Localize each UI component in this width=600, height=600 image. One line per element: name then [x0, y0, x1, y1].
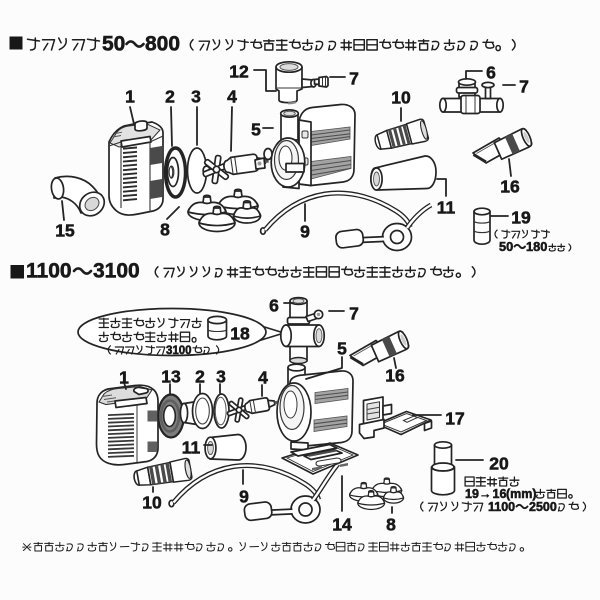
- svg-text:18: 18: [230, 324, 250, 344]
- svg-text:8: 8: [386, 515, 396, 535]
- svg-text:19: 19: [465, 487, 479, 501]
- svg-text:2: 2: [195, 367, 205, 387]
- svg-text:1: 1: [119, 368, 129, 388]
- svg-text:50: 50: [102, 33, 125, 56]
- svg-text:3100: 3100: [166, 345, 192, 357]
- svg-text:9: 9: [239, 487, 249, 507]
- svg-text:15: 15: [55, 221, 75, 241]
- svg-text:6: 6: [269, 296, 279, 316]
- svg-text:9: 9: [300, 222, 310, 242]
- svg-text:10: 10: [142, 493, 162, 513]
- svg-text:3: 3: [216, 367, 226, 387]
- svg-text:7: 7: [349, 304, 359, 324]
- svg-text:10: 10: [391, 88, 411, 108]
- svg-text:4: 4: [258, 368, 268, 388]
- svg-text:2: 2: [165, 87, 175, 107]
- svg-text:800: 800: [145, 33, 180, 56]
- svg-text:1100: 1100: [26, 260, 72, 283]
- svg-text:19: 19: [511, 208, 531, 228]
- svg-text:11: 11: [437, 198, 456, 218]
- svg-text:3: 3: [191, 87, 201, 107]
- svg-text:(mm): (mm): [506, 487, 537, 501]
- svg-text:7: 7: [519, 77, 529, 97]
- svg-text:20: 20: [489, 454, 509, 474]
- svg-text:5: 5: [337, 339, 347, 359]
- svg-text:11: 11: [182, 438, 201, 458]
- svg-text:3100: 3100: [93, 260, 140, 283]
- svg-text:5: 5: [251, 120, 261, 140]
- svg-text:7: 7: [349, 69, 359, 89]
- svg-text:16: 16: [500, 177, 520, 197]
- svg-text:4: 4: [227, 87, 237, 107]
- svg-text:2500: 2500: [529, 500, 557, 514]
- svg-text:180: 180: [526, 239, 547, 254]
- svg-text:→: →: [479, 487, 492, 501]
- svg-text:16: 16: [385, 366, 405, 386]
- svg-text:17: 17: [445, 409, 464, 429]
- svg-text:1: 1: [125, 87, 135, 107]
- svg-text:13: 13: [161, 367, 181, 387]
- svg-text:14: 14: [332, 515, 352, 535]
- svg-text:12: 12: [229, 62, 249, 82]
- svg-text:1100: 1100: [488, 500, 515, 514]
- svg-text:6: 6: [486, 63, 496, 83]
- svg-text:16: 16: [493, 487, 507, 501]
- svg-text:50: 50: [499, 239, 513, 254]
- svg-text:8: 8: [160, 220, 170, 240]
